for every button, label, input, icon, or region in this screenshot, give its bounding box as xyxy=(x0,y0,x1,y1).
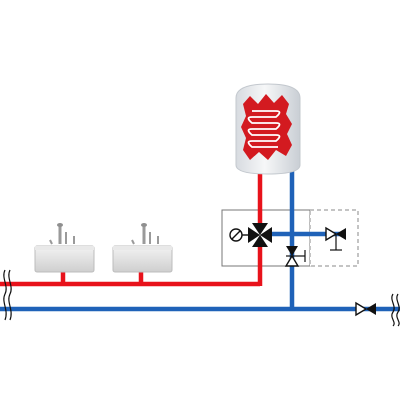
pipe-break-right xyxy=(391,293,400,327)
check-valve-icon xyxy=(284,246,306,267)
water-heater-icon xyxy=(235,83,301,175)
optional-box xyxy=(309,209,359,267)
pipe-break-left xyxy=(3,269,12,321)
sink-2-icon xyxy=(112,223,173,273)
mixing-valve-icon xyxy=(229,223,272,247)
optional-valve-icon xyxy=(325,226,346,251)
sink-1-icon xyxy=(34,223,95,273)
inlet-valve-icon xyxy=(355,301,376,317)
